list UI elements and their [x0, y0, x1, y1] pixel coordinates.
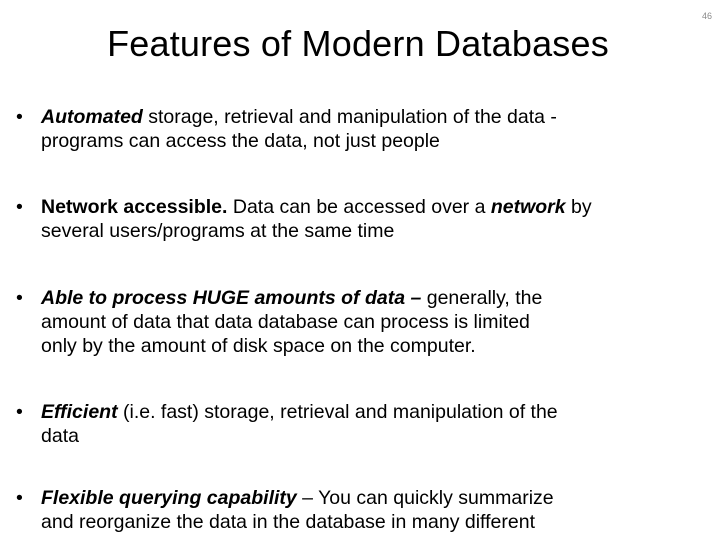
- emphasis-text: network: [490, 196, 566, 218]
- emphasis-text: Efficient: [41, 401, 118, 423]
- bullet-text: Network accessible. Data can be accessed…: [41, 195, 592, 243]
- body-text: generally, the: [421, 287, 543, 309]
- bullet-line: only by the amount of disk space on the …: [41, 334, 542, 358]
- bullet-dot: •: [16, 106, 23, 128]
- bullet-line: data: [41, 424, 558, 448]
- bullet-text: Flexible querying capability – You can q…: [41, 486, 554, 534]
- bullet-line: and reorganize the data in the database …: [41, 510, 554, 534]
- bullet-line: Automated storage, retrieval and manipul…: [41, 105, 557, 129]
- bullet-line: Able to process HUGE amounts of data – g…: [41, 286, 542, 310]
- bullet-line: Network accessible. Data can be accessed…: [41, 195, 592, 219]
- slide-title-text: Features of Modern Databases: [107, 23, 609, 64]
- body-text: storage, retrieval and manipulation of t…: [142, 106, 557, 128]
- bullet-text: Able to process HUGE amounts of data – g…: [41, 286, 542, 358]
- bold-text: Network accessible.: [41, 196, 228, 218]
- body-text: data: [41, 425, 79, 447]
- emphasis-text: Flexible querying capability: [41, 487, 297, 509]
- body-text: several users/programs at the same time: [41, 220, 395, 242]
- body-text: – You can quickly summarize: [296, 487, 554, 509]
- bullet-dot: •: [16, 287, 23, 309]
- bullet-line: several users/programs at the same time: [41, 219, 592, 243]
- bullet-text: Efficient (i.e. fast) storage, retrieval…: [41, 400, 558, 448]
- body-text: only by the amount of disk space on the …: [41, 335, 476, 357]
- emphasis-text: Able to process HUGE amounts of data –: [41, 287, 422, 309]
- body-text: Data can be accessed over a: [227, 196, 491, 218]
- bullet-dot: •: [16, 196, 23, 218]
- bullet-line: amount of data that data database can pr…: [41, 310, 542, 334]
- bullet-line: Flexible querying capability – You can q…: [41, 486, 554, 510]
- slide-title: Features of Modern Databases: [0, 20, 720, 68]
- bullet-line: programs can access the data, not just p…: [41, 129, 557, 153]
- body-text: programs can access the data, not just p…: [41, 130, 440, 152]
- body-text: and reorganize the data in the database …: [41, 511, 535, 533]
- body-text: (i.e. fast) storage, retrieval and manip…: [117, 401, 558, 423]
- bullet-dot: •: [16, 487, 23, 509]
- body-text: by: [565, 196, 592, 218]
- bullet-line: Efficient (i.e. fast) storage, retrieval…: [41, 400, 558, 424]
- slide-number: 46: [701, 11, 712, 21]
- emphasis-text: Automated: [41, 106, 143, 128]
- bullet-text: Automated storage, retrieval and manipul…: [41, 105, 557, 153]
- body-text: amount of data that data database can pr…: [41, 311, 530, 333]
- bullet-dot: •: [16, 401, 23, 423]
